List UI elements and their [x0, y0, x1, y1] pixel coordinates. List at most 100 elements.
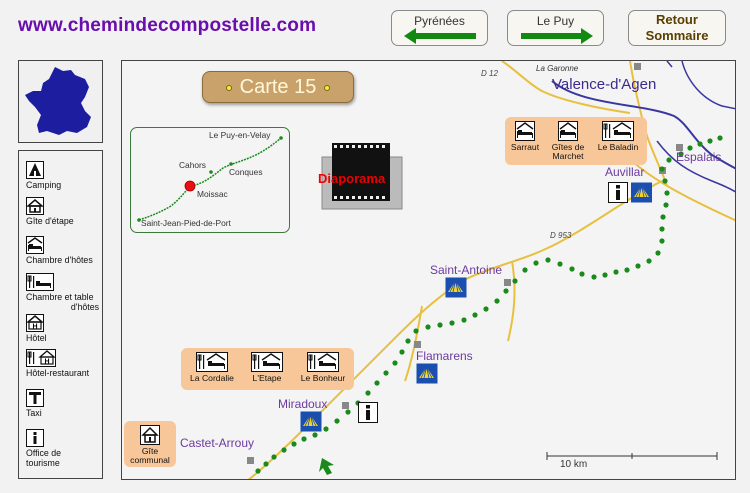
- flamarens-marker: [414, 341, 421, 348]
- legend-camping-label: Camping: [26, 180, 62, 190]
- town-espalais: Espalais: [676, 150, 722, 164]
- gite-icon: [140, 425, 160, 445]
- map-number-label: Carte 15: [239, 76, 317, 98]
- chambre-hotes-icon: [558, 121, 578, 141]
- home-line2: Sommaire: [645, 28, 709, 43]
- valence-marker: [634, 63, 641, 70]
- chambre-table-icon: [196, 352, 228, 372]
- lodging-box-castet: Gîte communal: [124, 421, 176, 467]
- camping-icon: [26, 161, 44, 179]
- miradoux-tourist-office-icon: [358, 402, 378, 423]
- lodging-gite-communal[interactable]: Gîte communal: [125, 425, 175, 465]
- town-flamarens: Flamarens: [416, 349, 473, 363]
- road-d953: [247, 180, 663, 479]
- chambre-table-icon: [251, 352, 283, 372]
- river-north: [681, 61, 735, 110]
- slideshow-link[interactable]: Diaporama: [318, 171, 386, 186]
- castet-marker: [247, 457, 254, 464]
- chambre-table-icon: [26, 273, 54, 291]
- river-garonne: [551, 80, 735, 170]
- prev-map-button[interactable]: Pyrénées: [391, 10, 488, 46]
- river-label: La Garonne: [536, 64, 579, 73]
- legend-chambre-hotes: Chambre d'hôtes: [26, 236, 93, 265]
- lodging-le-baladin[interactable]: Le Baladin: [593, 121, 643, 152]
- legend-panel: Camping Gîte d'étape Chambre d'hôtes Cha…: [18, 150, 103, 479]
- taxi-icon: [26, 389, 44, 407]
- lodging-la-cordalie[interactable]: La Cordalie: [183, 352, 241, 383]
- saint-antoine-marker: [504, 279, 511, 286]
- legend-tourist-office-label: Office de: [26, 448, 62, 458]
- lodging-box-valence: Sarraut Gîtes de Marchet Le Baladin: [505, 117, 647, 165]
- inset-route: [137, 136, 283, 222]
- road-label-d12: D 12: [481, 69, 498, 78]
- legend-hotel-label: Hôtel: [26, 333, 47, 343]
- pilgrim-path: [255, 135, 723, 474]
- road-label-d953: D 953: [550, 231, 572, 240]
- hotel-icon: H: [26, 314, 44, 332]
- road-east: [631, 160, 735, 222]
- home-summary-button[interactable]: Retour Sommaire: [628, 10, 726, 46]
- chambre-table-icon: [602, 121, 634, 141]
- town-saint-antoine: Saint-Antoine: [430, 263, 503, 277]
- chambre-table-icon: [307, 352, 339, 372]
- lodging-le-bonheur[interactable]: Le Bonheur: [294, 352, 352, 383]
- miradoux-shell-icon: [300, 411, 322, 432]
- inset-label-saint-jean: Saint-Jean-Pied-de-Port: [141, 218, 231, 228]
- prev-map-label: Pyrénées: [414, 14, 465, 28]
- chambre-hotes-icon: [515, 121, 535, 141]
- river-north-stub: [666, 61, 673, 68]
- map-number-badge: Carte 15: [202, 71, 354, 103]
- site-title[interactable]: www.chemindecompostelle.com: [18, 15, 317, 36]
- espalais-marker: [676, 144, 683, 151]
- inset-label-moissac: Moissac: [197, 189, 228, 199]
- france-locator-map: [18, 60, 103, 143]
- legend-hotel-restaurant: H Hôtel-restaurant: [26, 349, 89, 378]
- scale-bar: [546, 452, 718, 460]
- road-d12: [501, 61, 631, 114]
- chambre-hotes-icon: [26, 236, 44, 254]
- tourist-office-icon: [608, 182, 628, 203]
- inset-label-conques: Conques: [229, 167, 263, 177]
- svg-text:H: H: [44, 359, 49, 366]
- legend-gite: Gîte d'étape: [26, 197, 74, 226]
- inset-label-le-puy: Le Puy-en-Velay: [209, 130, 271, 140]
- legend-tourist-office-label2: tourisme: [26, 458, 60, 468]
- gite-icon: [26, 197, 44, 215]
- town-auvillar: Auvillar: [605, 165, 645, 179]
- road-saint-antoine: [507, 260, 516, 342]
- river-branch: [656, 140, 735, 193]
- inset-label-cahors: Cahors: [179, 160, 206, 170]
- france-map-icon: [25, 67, 91, 135]
- scallop-shell-icon: [631, 182, 652, 203]
- legend-camping: Camping: [26, 161, 61, 190]
- home-line1: Retour: [656, 12, 698, 27]
- flamarens-shell-icon: [416, 363, 438, 384]
- film-reel-icon: [321, 143, 403, 210]
- lodging-gites-marchet[interactable]: Gîtes de Marchet: [547, 121, 589, 161]
- hotel-restaurant-icon: H: [26, 349, 56, 367]
- lodging-box-miradoux: La Cordalie L'Etape Le Bonheur: [181, 348, 354, 390]
- miradoux-marker: [342, 402, 349, 409]
- legend-chambre-table-label: Chambre et table: [26, 292, 94, 302]
- town-castet-arrouy: Castet-Arrouy: [180, 436, 255, 450]
- next-map-button[interactable]: Le Puy: [507, 10, 604, 46]
- legend-chambre-table: Chambre et table d'hôtes: [26, 273, 99, 312]
- arrow-right-icon: [521, 28, 593, 44]
- legend-taxi: Taxi: [26, 389, 44, 418]
- route-map: Carte 15 Le Puy-en-Velay Cahors Conques …: [121, 60, 736, 480]
- lodging-sarraut[interactable]: Sarraut: [507, 121, 543, 152]
- legend-gite-label: Gîte d'étape: [26, 216, 74, 226]
- next-map-label: Le Puy: [536, 14, 575, 28]
- town-valence-d-agen: Valence-d'Agen: [552, 76, 657, 93]
- overview-inset-map[interactable]: Le Puy-en-Velay Cahors Conques Moissac S…: [130, 127, 290, 233]
- lodging-l-etape[interactable]: L'Etape: [241, 352, 293, 383]
- legend-hotel-restaurant-label: Hôtel-restaurant: [26, 368, 90, 378]
- current-location-marker: [184, 180, 196, 192]
- legend-hotel: H Hôtel: [26, 314, 47, 343]
- legend-tourist-office: Office de tourisme: [26, 429, 61, 468]
- arrow-left-icon: [404, 28, 476, 44]
- town-miradoux: Miradoux: [278, 397, 328, 411]
- legend-chambre-hotes-label: Chambre d'hôtes: [26, 255, 93, 265]
- legend-chambre-table-label2: d'hôtes: [70, 302, 99, 312]
- scale-label: 10 km: [560, 459, 588, 470]
